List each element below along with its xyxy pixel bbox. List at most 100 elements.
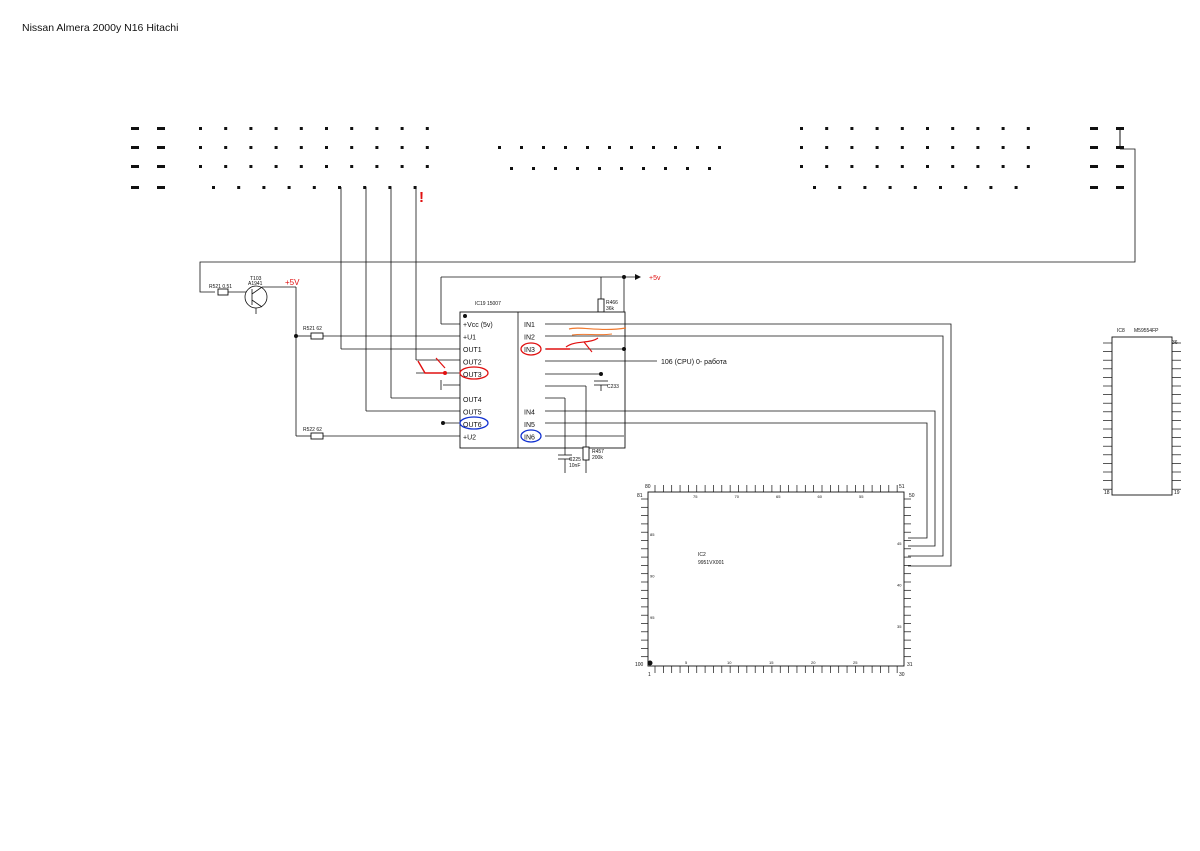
ic19-right-pin-label: IN3 (524, 347, 535, 354)
ic2-top-mark: 75 (693, 494, 698, 499)
ic2-bottom-mark: 10 (727, 660, 732, 665)
ic2-pin-100: 100 (635, 662, 644, 668)
ic2-bottom-mark: 5 (685, 660, 688, 665)
red-markup (417, 337, 599, 380)
connector-pin (287, 186, 291, 189)
ic19-left-pin-label: +U2 (463, 435, 476, 442)
ic19-wiring (341, 323, 952, 567)
ic8-name: IC8 (1117, 328, 1125, 334)
connector-pin (951, 146, 955, 149)
connector-pin (888, 186, 892, 189)
connector-pin (388, 186, 392, 189)
connector-pin-right (1116, 165, 1124, 168)
connector-pin (375, 127, 379, 130)
connector-pin (825, 127, 829, 130)
plus5v-top-label: +5v (649, 275, 661, 282)
c225-label: C225 (569, 457, 581, 463)
ic8-chip (1103, 336, 1181, 496)
ic19-right-pin-label: IN1 (524, 322, 535, 329)
connector-pin (875, 127, 879, 130)
connector-pin (224, 127, 228, 130)
ic2-name: IC2 (698, 552, 706, 558)
connector-pin (976, 165, 980, 168)
connector-pin (838, 186, 842, 189)
connector-pin-left (157, 127, 165, 130)
connector-pin (299, 146, 303, 149)
connector-pin (299, 165, 303, 168)
ic2-pin-81: 81 (637, 493, 643, 499)
transistor-t103 (217, 285, 296, 314)
connector-pin-right (1090, 146, 1098, 149)
connector-pin (249, 165, 253, 168)
connector-pin (989, 186, 993, 189)
r457-value: 200k (592, 455, 603, 461)
connector-pin (299, 127, 303, 130)
connector-pin (576, 167, 579, 170)
connector-pin (800, 146, 803, 149)
connector-pin (249, 127, 253, 130)
ic8-part: M59554FP (1134, 328, 1159, 334)
left-power-rail (294, 287, 460, 440)
connector-pin (1001, 127, 1005, 130)
connector-pin-left (131, 146, 139, 149)
page-title: Nissan Almera 2000y N16 Hitachi (22, 22, 178, 34)
ic19-left-pin-label: +U1 (463, 335, 476, 342)
connector-pin-left (131, 165, 139, 168)
connector-pin (237, 186, 241, 189)
connector-pin (850, 165, 854, 168)
connector-pin (510, 167, 513, 170)
connector-pin (926, 165, 929, 168)
resistor-r466 (597, 298, 605, 313)
ic2-top-mark: 60 (818, 494, 823, 499)
connector-pin-right (1116, 186, 1124, 189)
ic2-bottom-mark: 15 (769, 660, 774, 665)
connector-pin (1014, 186, 1018, 189)
ic2-right-mark: 35 (897, 624, 902, 629)
connector-pin (951, 165, 955, 168)
t103-part-label: A1941 (248, 281, 263, 287)
connector-pin (325, 146, 328, 149)
connector-pin (224, 146, 228, 149)
ic2-pin-51: 51 (899, 484, 905, 490)
ic2-bottom-mark: 20 (811, 660, 816, 665)
connector-pin (350, 165, 354, 168)
connector-pin (900, 165, 904, 168)
ic19-left-pin-label: OUT6 (463, 422, 482, 429)
cpu-note: 106 (CPU) 0- работа (661, 358, 727, 366)
ic2-left-mark: 95 (650, 615, 655, 620)
ic19-left-pin-label: OUT2 (463, 360, 482, 367)
t103-label: T103 (250, 276, 262, 282)
ic2-left-mark: 85 (650, 532, 655, 537)
ic2-chip (641, 485, 911, 673)
resistor-r457 (582, 446, 590, 461)
connector-pin (542, 146, 545, 149)
connector-pin (249, 146, 253, 149)
ic2-left-mark: 90 (650, 574, 655, 579)
connector-pin (400, 127, 404, 130)
connector-pin (976, 127, 980, 130)
connector-pin (686, 167, 689, 170)
ic19-left-pin-label: OUT4 (463, 397, 482, 404)
connector-pin (532, 167, 535, 170)
connector-pin (620, 167, 623, 170)
ic19-right-pin-label: IN5 (524, 422, 535, 429)
connector-pin (1026, 165, 1030, 168)
connector-pin-left (131, 127, 139, 130)
ic8-pin-18: 18 (1104, 490, 1110, 496)
r457-label: R457 (592, 449, 604, 455)
connector-pin (718, 146, 721, 149)
connector-pin (400, 165, 404, 168)
resistor-r522-62 (310, 432, 324, 440)
r522-62-label: R522 62 (303, 427, 322, 433)
r466-value: 36k (606, 306, 615, 312)
connector-pin (312, 186, 316, 189)
connector-pin (825, 146, 829, 149)
ic2-pin-50: 50 (909, 493, 915, 499)
connector-pin (274, 165, 278, 168)
connector-pin (875, 146, 879, 149)
ic19-right-pin-label: IN4 (524, 410, 535, 417)
connector-pin (375, 165, 379, 168)
connector-pin (554, 167, 557, 170)
